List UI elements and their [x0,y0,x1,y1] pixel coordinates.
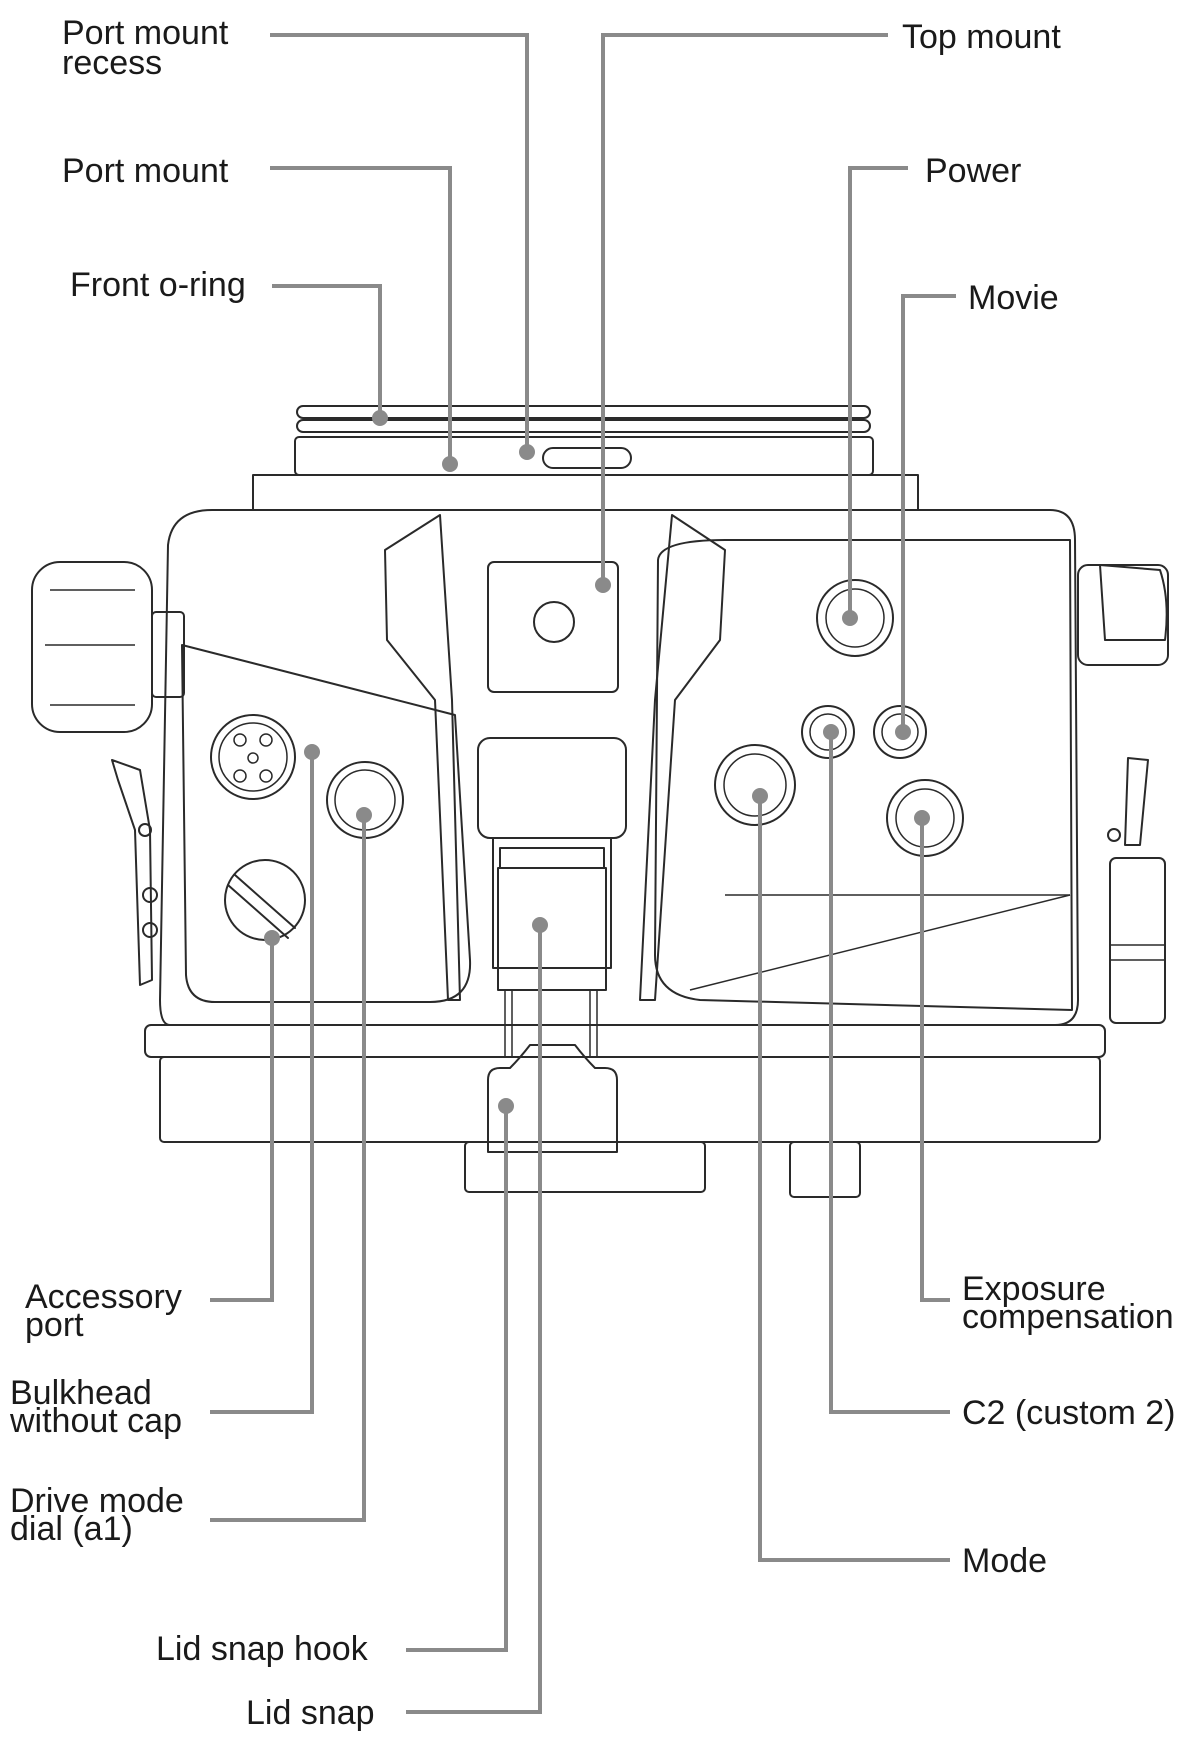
c2-button [801,705,855,759]
label-front-o-ring: Front o-ring [70,266,246,304]
accessory-port-cap [224,859,306,941]
label-mode: Mode [962,1542,1047,1580]
label-c2-custom-2: C2 (custom 2) [962,1394,1176,1432]
leader-port-mount [270,166,452,464]
port-mount-recess-slot [542,447,632,469]
label-power: Power [925,152,1021,190]
leader-drive-mode-dial [210,815,366,1522]
leader-top-mount [601,33,888,585]
left-side-knob [31,561,153,733]
bulkhead-without-cap [210,714,296,800]
leader-lid-snap-hook [406,1106,508,1652]
label-exposure-compensation: Exposure compensation [962,1270,1174,1336]
leader-lid-snap [406,925,542,1714]
leader-c2-custom-2 [829,732,950,1414]
leader-port-mount-recess [270,33,529,452]
leader-exposure-compensation [920,818,950,1302]
label-accessory-port: Accessory port [25,1278,191,1344]
mode-button [714,744,796,826]
lid-snap-body [497,867,607,991]
leader-front-o-ring [272,284,382,418]
leader-bulkhead-without-cap [210,752,314,1414]
label-top-mount: Top mount [902,18,1061,56]
label-lid-snap: Lid snap [246,1694,375,1732]
exposure-compensation-button [886,779,964,857]
leader-mode [758,796,950,1562]
label-port-mount: Port mount [62,152,229,190]
label-drive-mode-dial: Drive mode dial (a1) [10,1482,193,1548]
label-bulkhead-without-cap: Bulkhead without cap [9,1374,182,1440]
callout-labels: Port mount recess Port mount Front o-rin… [9,14,1176,1732]
label-port-mount-recess: Port mount recess [62,14,238,82]
housing-outline [31,405,1169,1198]
power-button [816,579,894,657]
leader-accessory-port [210,938,274,1302]
lid-snap-hook-latch [487,1044,618,1153]
leader-power [848,166,908,618]
movie-button [873,705,927,759]
right-side-latch [1109,857,1166,1024]
label-lid-snap-hook: Lid snap hook [156,1630,369,1668]
leader-movie [901,294,956,732]
label-movie: Movie [968,279,1059,317]
leader-lines [210,33,956,1714]
top-mount-plate [487,561,619,693]
